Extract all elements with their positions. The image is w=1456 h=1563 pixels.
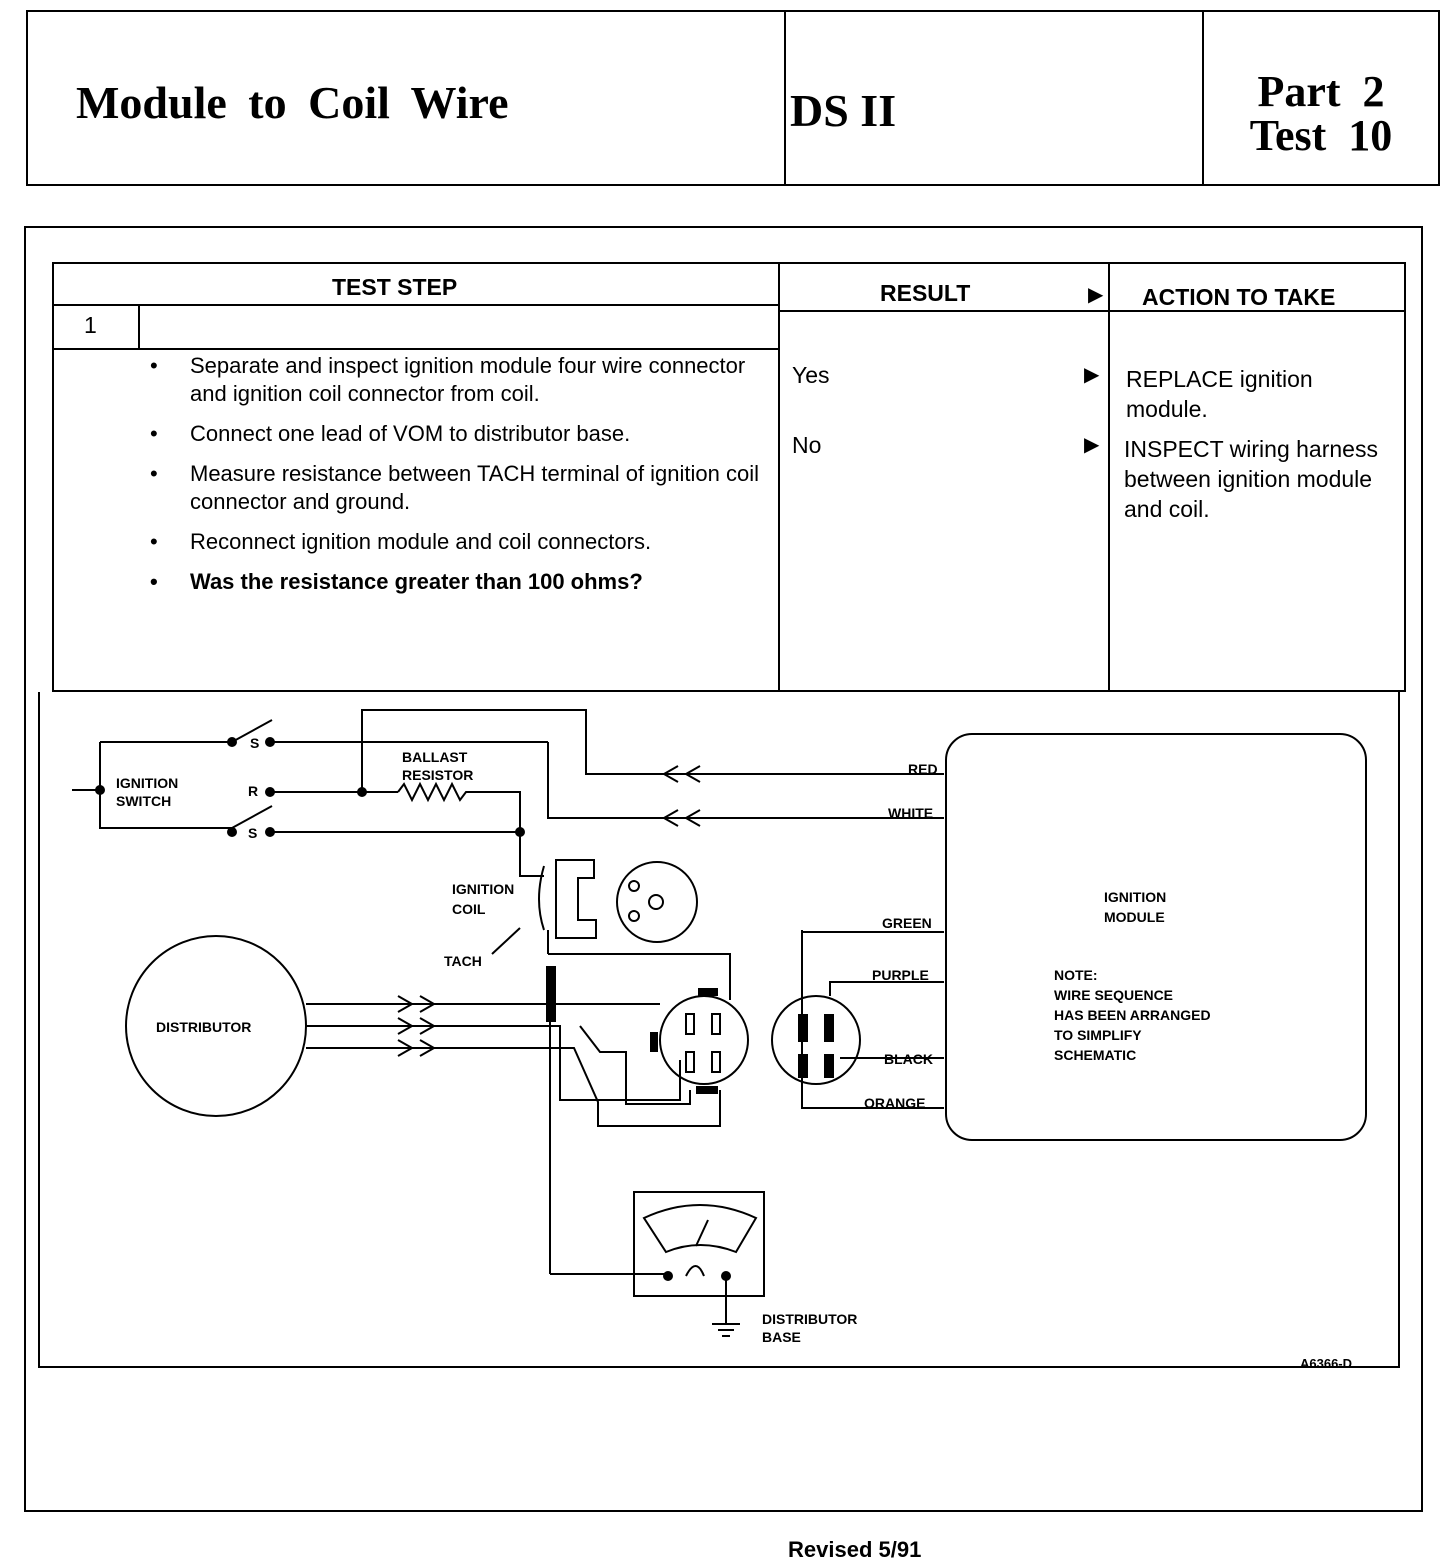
list-item: •Measure resistance between TACH termina…: [150, 461, 760, 514]
note-text: HAS BEEN ARRANGED: [1054, 1007, 1211, 1023]
test-step-table: TEST STEP RESULT ▶ ACTION TO TAKE 1 •Sep…: [52, 262, 1406, 692]
note-text: TO SIMPLIFY: [1054, 1027, 1142, 1043]
revision-note: Revised 5/91: [788, 1537, 922, 1562]
step-list: •Separate and inspect ignition module fo…: [150, 352, 770, 608]
dist-base-label: DISTRIBUTOR: [762, 1311, 857, 1327]
list-item: •Was the resistance greater than 100 ohm…: [150, 569, 643, 594]
terminal-s-label: S: [250, 735, 259, 751]
page-title: Module to Coil Wire: [76, 77, 509, 128]
header-title-cell: Module to Coil Wire: [28, 12, 786, 184]
header-table: Module to Coil Wire DS II Part 2 Test 10: [26, 10, 1440, 186]
result-arrow-icon: ▶: [1088, 284, 1104, 306]
dist-base-label: BASE: [762, 1329, 801, 1345]
header-model-cell: DS II: [786, 12, 1204, 184]
note-text: NOTE:: [1054, 967, 1098, 983]
note-text: SCHEMATIC: [1054, 1047, 1136, 1063]
wire-purple-label: PURPLE: [872, 967, 929, 983]
module-label: IGNITION: [1104, 889, 1166, 905]
terminal-s-label: S: [248, 825, 257, 841]
list-item: •Connect one lead of VOM to distributor …: [150, 421, 631, 446]
ignition-coil-label: COIL: [452, 901, 486, 917]
divider: [138, 304, 140, 348]
terminal-r-label: R: [248, 783, 258, 799]
header-part-cell: Part 2 Test 10: [1204, 12, 1438, 184]
col-header-test-step: TEST STEP: [332, 274, 458, 300]
action-no: INSPECT wiring harness between ignition …: [1124, 436, 1378, 522]
ignition-coil-label: IGNITION: [452, 881, 514, 897]
divider: [54, 304, 780, 306]
arrow-right-icon: ▶: [1084, 364, 1100, 386]
wire-red-label: RED: [908, 761, 938, 777]
col-header-action: ACTION TO TAKE: [1142, 284, 1336, 310]
col-header-result: RESULT: [880, 280, 971, 306]
model-label: DS II: [790, 85, 897, 136]
result-yes: Yes: [792, 362, 830, 388]
ballast-label: BALLAST: [402, 749, 468, 765]
step-number: 1: [84, 312, 97, 338]
distributor-label: DISTRIBUTOR: [156, 1019, 251, 1035]
wire-white-label: WHITE: [888, 805, 933, 821]
action-yes: REPLACE ignition module.: [1126, 366, 1313, 422]
list-item: •Reconnect ignition module and coil conn…: [150, 529, 652, 554]
note-text: WIRE SEQUENCE: [1054, 987, 1173, 1003]
ignition-switch-label: IGNITION: [116, 775, 178, 791]
ballast-label: RESISTOR: [402, 767, 473, 783]
main-frame: [24, 226, 1423, 1512]
arrow-right-icon: ▶: [1084, 434, 1100, 456]
figure-id: A6366-D: [1300, 1356, 1352, 1371]
list-item: •Separate and inspect ignition module fo…: [150, 353, 746, 406]
tach-label: TACH: [444, 953, 482, 969]
result-no: No: [792, 432, 822, 458]
module-label: MODULE: [1104, 909, 1165, 925]
ignition-switch-label: SWITCH: [116, 793, 171, 809]
divider: [54, 348, 780, 350]
wire-orange-label: ORANGE: [864, 1095, 925, 1111]
divider: [1108, 264, 1110, 690]
wiring-diagram-frame: [38, 692, 1400, 1368]
part-test-label: Part 2 Test 10: [1249, 67, 1393, 160]
wire-black-label: BLACK: [884, 1051, 933, 1067]
wire-green-label: GREEN: [882, 915, 932, 931]
divider: [778, 264, 780, 690]
divider: [780, 310, 1406, 312]
